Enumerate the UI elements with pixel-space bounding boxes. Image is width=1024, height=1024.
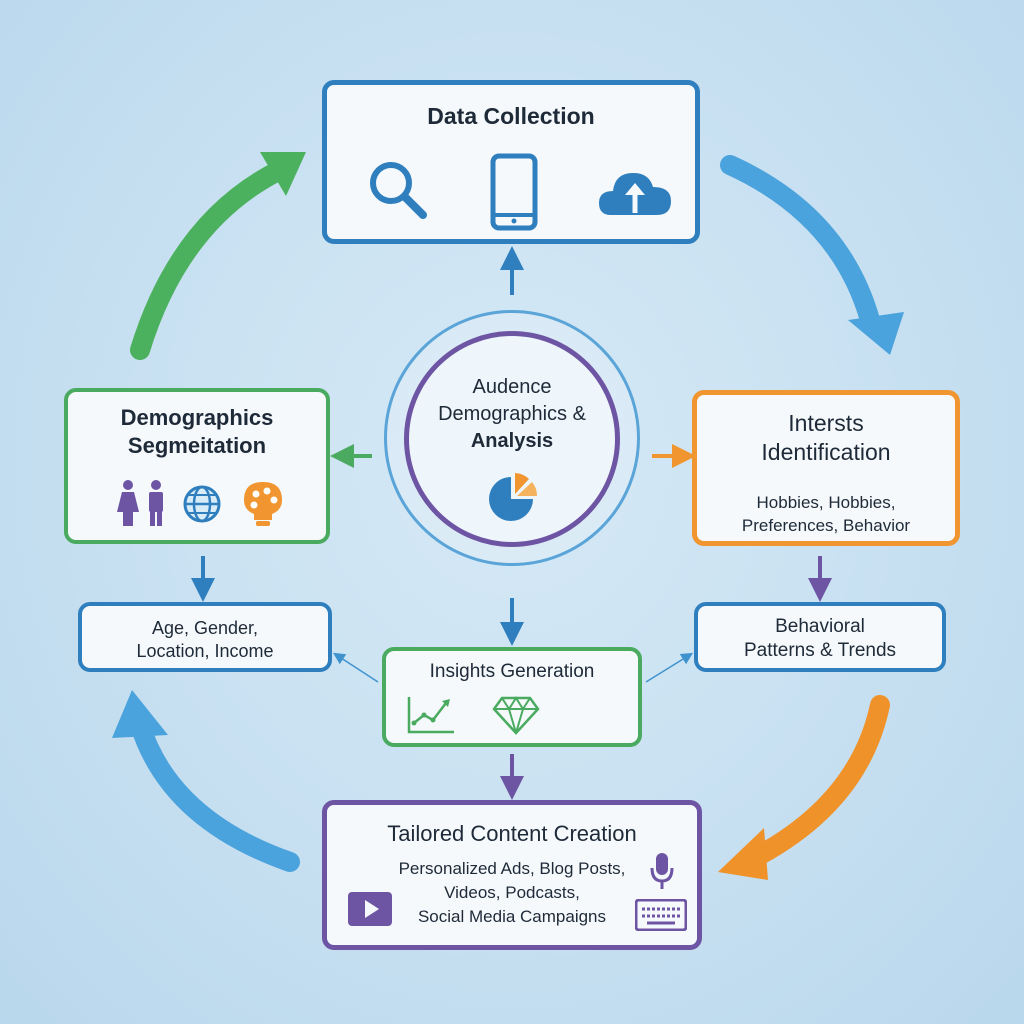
smartphone-icon bbox=[490, 153, 538, 231]
cycle-arrow-blue-top bbox=[720, 155, 880, 330]
behavioral-patterns-box: Behavioral Patterns & Trends bbox=[694, 602, 946, 672]
cycle-arrowhead-blue-bottom bbox=[112, 690, 168, 738]
cycle-arrowhead-green bbox=[260, 152, 306, 196]
pie-chart-icon bbox=[489, 473, 538, 521]
diamond-icon bbox=[492, 696, 540, 735]
cycle-arrow-green bbox=[130, 160, 290, 360]
cycle-arrow-orange bbox=[750, 695, 890, 865]
interests-title: Intersts Identification bbox=[761, 410, 891, 465]
age-gender-text: Age, Gender, Location, Income bbox=[136, 618, 274, 661]
demographics-segmentation-box: Demographics Segmeitation bbox=[64, 388, 330, 544]
interests-identification-box: Intersts Identification Hobbies, Hobbies… bbox=[692, 390, 960, 546]
line-chart-icon bbox=[407, 697, 454, 734]
connector-insights-behavioral bbox=[645, 652, 694, 683]
search-icon bbox=[370, 162, 427, 219]
insights-title: Insights Generation bbox=[429, 661, 595, 682]
tailored-detail: Personalized Ads, Blog Posts, Videos, Po… bbox=[398, 859, 626, 926]
demographics-title: Demographics Segmeitation bbox=[120, 405, 274, 458]
cycle-arrow-blue-bottom bbox=[130, 715, 300, 872]
center-label: Audence Demographics & Analysis bbox=[438, 376, 586, 452]
people-icon bbox=[117, 480, 163, 526]
cycle-arrowhead-blue-top bbox=[848, 312, 904, 355]
tailored-content-box: Tailored Content Creation Personalized A… bbox=[322, 800, 702, 950]
center-analysis-circle: Audence Demographics & Analysis bbox=[404, 331, 620, 547]
age-gender-box: Age, Gender, Location, Income bbox=[78, 602, 332, 672]
globe-icon bbox=[183, 485, 221, 523]
cloud-upload-icon bbox=[599, 173, 671, 215]
data-collection-box: Data Collection bbox=[322, 80, 700, 244]
cycle-arrowhead-orange bbox=[718, 828, 768, 880]
interests-detail: Hobbies, Hobbies, Preferences, Behavior bbox=[741, 493, 911, 535]
data-collection-title: Data Collection bbox=[427, 103, 595, 129]
palette-bulb-icon bbox=[244, 482, 282, 526]
behavioral-text: Behavioral Patterns & Trends bbox=[743, 616, 897, 661]
keyboard-icon bbox=[635, 899, 687, 931]
microphone-icon bbox=[650, 853, 674, 889]
video-play-icon bbox=[348, 892, 392, 926]
tailored-title: Tailored Content Creation bbox=[387, 821, 637, 846]
connector-insights-age bbox=[332, 652, 379, 683]
insights-generation-box: Insights Generation bbox=[382, 647, 642, 747]
